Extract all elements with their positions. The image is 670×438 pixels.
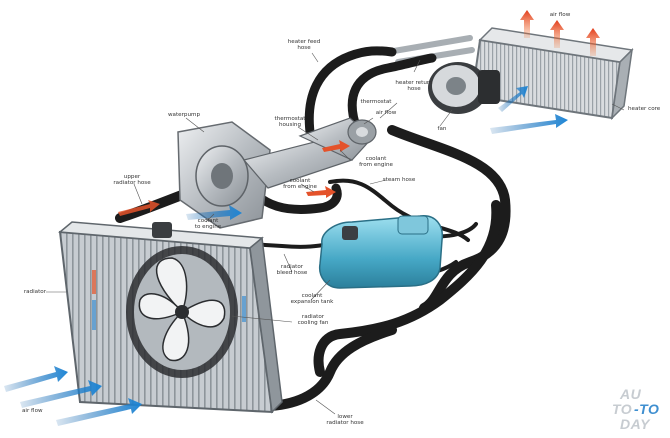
coolant-expansion-tank: [318, 215, 444, 289]
heater-fan: [428, 62, 500, 114]
label-heater-return-hose: heater return hose: [395, 80, 433, 93]
label-coolant-to-engine: coolant to engine: [194, 218, 222, 231]
label-air-flow-fan: air flow: [375, 110, 397, 116]
auto-today-watermark: AU TO -TO DAY: [606, 386, 664, 434]
label-air-flow-top: air flow: [549, 12, 571, 18]
label-radiator-cooling-fan: radiator cooling fan: [297, 314, 329, 327]
label-coolant-expansion-tank: coolant expansion tank: [290, 293, 334, 306]
label-fan: fan: [437, 126, 447, 132]
steam-hose: [328, 178, 470, 242]
heater-feed-hose: [304, 46, 397, 137]
label-heater-core: heater core: [628, 106, 661, 112]
label-air-flow-bottom: air flow: [22, 408, 43, 414]
heater-return-hose: [347, 53, 437, 137]
watermark-au: AU: [620, 386, 642, 402]
label-coolant-from-engine-1: coolant from engine: [359, 156, 393, 169]
label-lower-radiator-hose: lower radiator hose: [326, 414, 364, 427]
label-radiator: radiator: [23, 289, 46, 295]
engine-assembly: [177, 117, 377, 229]
leader-lines: [46, 52, 625, 415]
label-upper-radiator-hose: upper radiator hose: [113, 174, 151, 187]
watermark-day: DAY: [620, 416, 651, 432]
label-radiator-bleed-hose: radiator bleed hose: [276, 264, 308, 277]
label-steam-hose: steam hose: [382, 177, 416, 183]
label-thermostat-housing: thermostat housing: [274, 116, 306, 129]
label-heater-feed-hose: heater feed hose: [287, 39, 321, 52]
label-thermostat: thermostat: [360, 99, 392, 105]
label-coolant-from-engine-2: coolant from engine: [283, 178, 317, 191]
radiator: [58, 221, 283, 414]
watermark-to: TO: [612, 401, 633, 417]
label-waterpump: waterpump: [167, 112, 201, 118]
watermark-dash-to: -TO: [634, 401, 660, 417]
lower-radiator-hose: [265, 325, 397, 411]
flow-arrows: [4, 10, 600, 426]
